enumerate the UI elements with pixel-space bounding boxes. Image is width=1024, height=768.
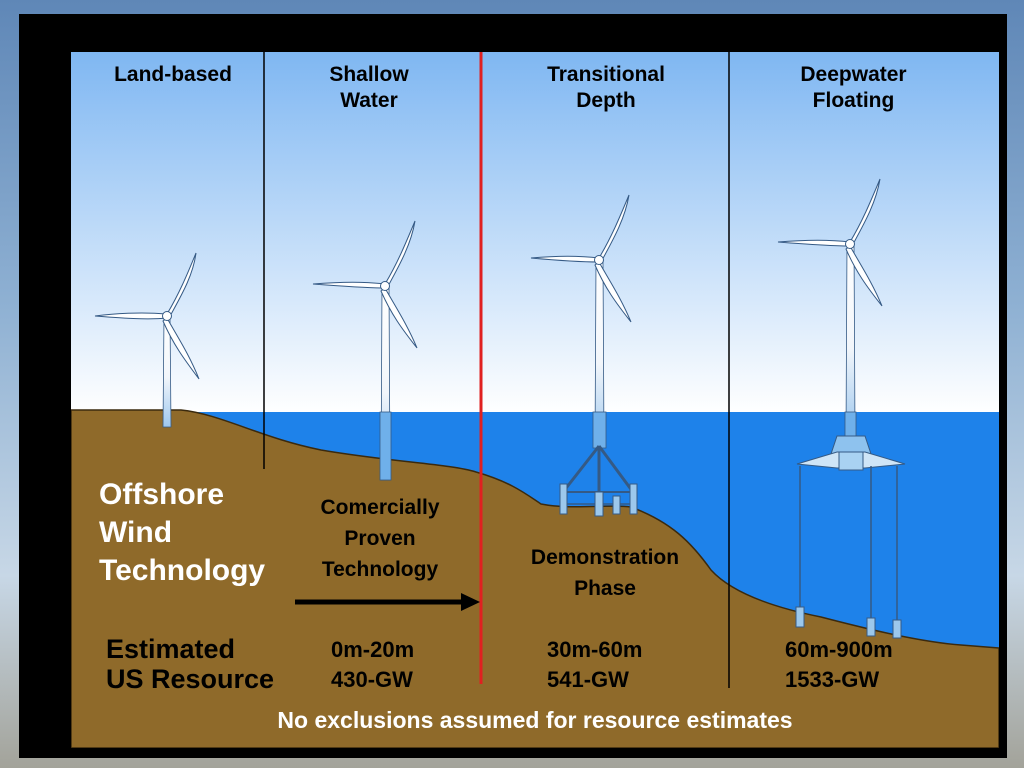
deepwater-capacity: 1533-GW	[785, 667, 880, 692]
sky	[71, 52, 999, 414]
offshore-wind-technology-title: Offshore Wind Technology	[99, 478, 266, 587]
header-deepwater-floating: Deepwater Floating	[800, 63, 907, 113]
header-land-based: Land-based	[114, 63, 232, 86]
slide-frame: Land-based Shallow Water Transitional De…	[19, 14, 1007, 758]
transitional-capacity: 541-GW	[547, 667, 629, 692]
footnote: No exclusions assumed for resource estim…	[277, 707, 793, 733]
shallow-capacity: 430-GW	[331, 667, 413, 692]
turbine-transitional	[530, 194, 638, 517]
turbine-deepwater-floating	[777, 178, 906, 639]
header-shallow-water: Shallow Water	[329, 63, 409, 113]
seabed	[71, 409, 999, 748]
shallow-resource: 0m-20m 430-GW	[331, 635, 414, 695]
turbine-land-based	[94, 252, 200, 428]
transitional-depth-range: 30m-60m	[547, 637, 643, 662]
diagram-panel: Land-based Shallow Water Transitional De…	[71, 52, 999, 748]
scene	[71, 52, 999, 748]
deepwater-resource: 60m-900m 1533-GW	[785, 635, 893, 695]
commercially-proven-label: Comercially Proven Technology	[320, 496, 440, 581]
shallow-depth-range: 0m-20m	[331, 637, 415, 662]
transitional-resource: 30m-60m 541-GW	[547, 635, 642, 695]
estimated-resource-label: Estimated US Resource	[106, 634, 275, 694]
transition-arrow	[295, 593, 480, 611]
turbine-shallow-water	[312, 220, 418, 481]
deepwater-depth-range: 60m-900m	[785, 637, 893, 662]
header-transitional-depth: Transitional Depth	[547, 63, 665, 113]
demonstration-phase-label: Demonstration Phase	[530, 546, 680, 600]
